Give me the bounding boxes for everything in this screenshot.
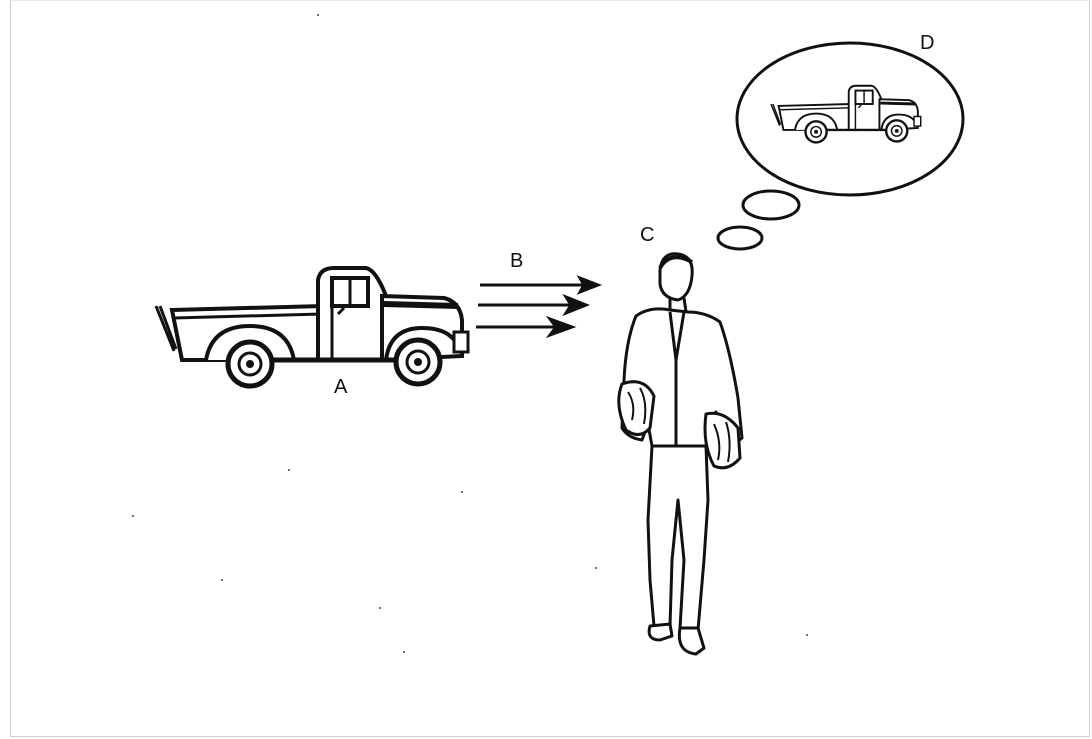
label-light-rays: B <box>510 250 523 272</box>
thought-bubble <box>718 43 963 249</box>
light-rays-arrows <box>476 278 598 335</box>
label-truck: A <box>334 376 348 398</box>
label-person: C <box>640 224 654 246</box>
person-observer <box>619 254 742 654</box>
truck-object <box>156 268 468 386</box>
label-thought: D <box>920 32 934 54</box>
